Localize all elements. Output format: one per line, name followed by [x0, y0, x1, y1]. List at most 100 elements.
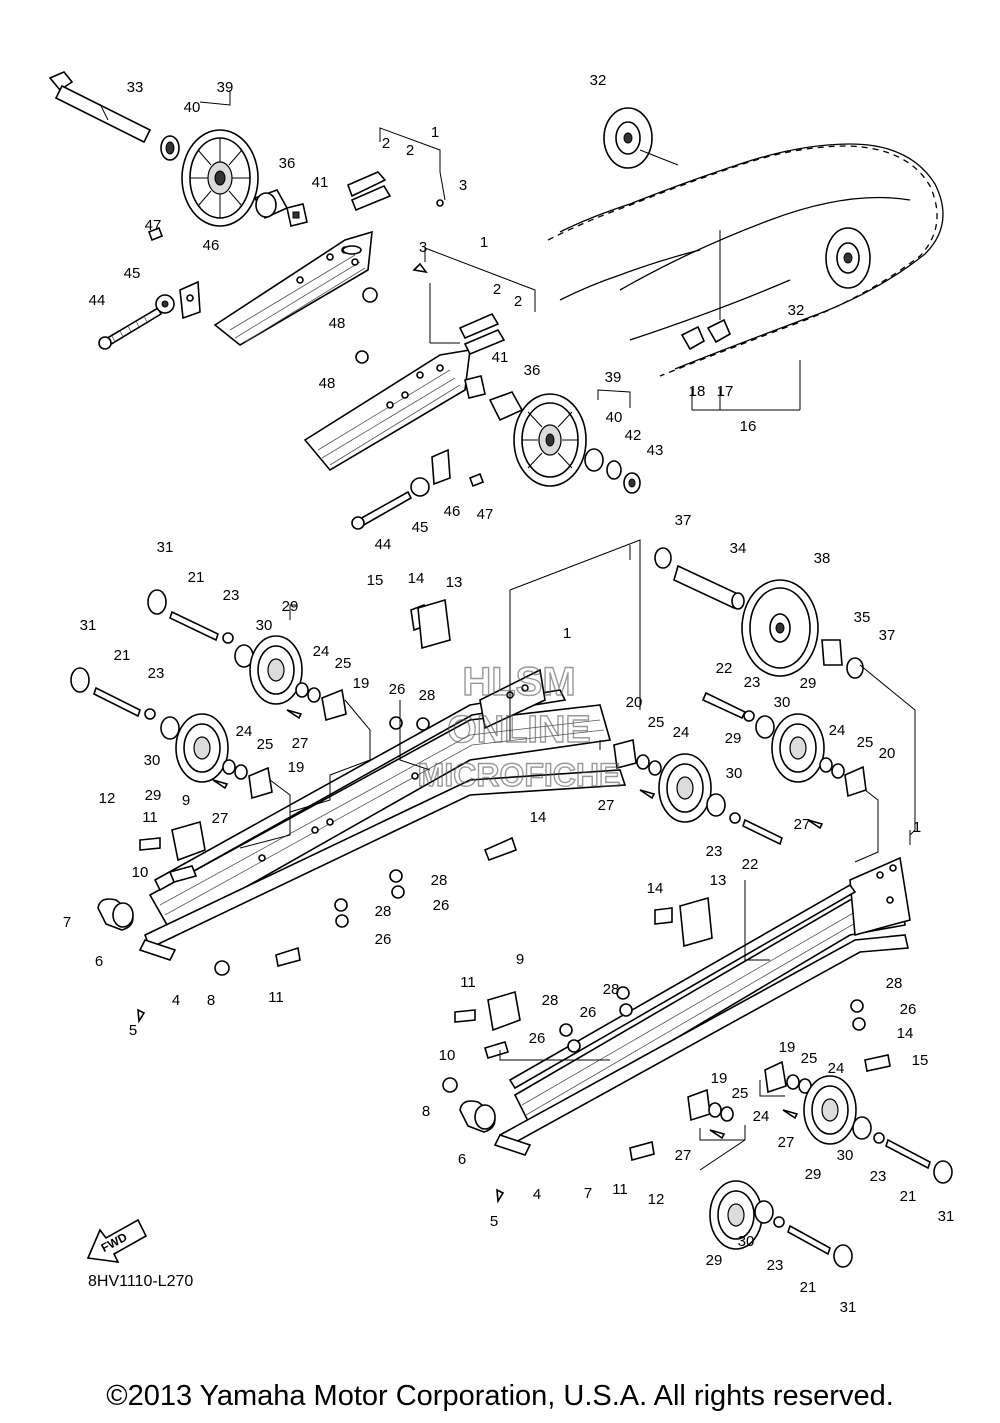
callout-48: 48: [329, 315, 346, 332]
callout-36: 36: [524, 362, 541, 379]
watermark-line-3: MICROFICHE: [418, 757, 621, 793]
callout-12: 12: [648, 1191, 665, 1208]
callout-42: 42: [625, 427, 642, 444]
center-idler-group: [654, 547, 864, 679]
watermark-line-1: HLSM: [462, 660, 575, 704]
callout-38: 38: [814, 550, 831, 567]
callout-34: 34: [730, 540, 747, 557]
callout-31: 31: [938, 1208, 955, 1225]
callout-27: 27: [212, 810, 229, 827]
watermark-line-2: ONLINE: [447, 709, 591, 751]
center-bogie-wheels: [613, 691, 867, 846]
callout-1: 1: [480, 234, 488, 251]
callout-22: 22: [716, 660, 733, 677]
callout-24: 24: [236, 723, 253, 740]
callout-20: 20: [879, 745, 896, 762]
callout-39: 39: [605, 369, 622, 386]
callout-28: 28: [375, 903, 392, 920]
callout-29: 29: [805, 1166, 822, 1183]
rear-axle-group-left: [48, 71, 444, 350]
callout-23: 23: [744, 674, 761, 691]
callout-15: 15: [912, 1052, 929, 1069]
callout-15: 15: [367, 572, 384, 589]
left-bogie-wheels: [70, 589, 347, 800]
callout-26: 26: [389, 681, 406, 698]
callout-24: 24: [753, 1108, 770, 1125]
callout-25: 25: [648, 714, 665, 731]
callout-29: 29: [725, 730, 742, 747]
callout-11: 11: [142, 809, 158, 826]
callout-44: 44: [375, 536, 392, 553]
callout-6: 6: [458, 1151, 466, 1168]
callout-27: 27: [794, 816, 811, 833]
callout-26: 26: [529, 1030, 546, 1047]
callout-35: 35: [854, 609, 871, 626]
callout-47: 47: [145, 217, 162, 234]
callout-2: 2: [514, 293, 522, 310]
callout-14: 14: [408, 570, 425, 587]
callout-30: 30: [837, 1147, 854, 1164]
callout-37: 37: [879, 627, 896, 644]
callout-33: 33: [127, 79, 144, 96]
callout-22: 22: [742, 856, 759, 873]
diagram-code: 8HV1110-L270: [88, 1273, 194, 1290]
callout-45: 45: [124, 265, 141, 282]
callout-24: 24: [313, 643, 330, 660]
callout-2: 2: [493, 281, 501, 298]
idler-wheel-upper-left: [181, 129, 259, 227]
callout-8: 8: [207, 992, 215, 1009]
callout-29: 29: [800, 675, 817, 692]
callout-31: 31: [840, 1299, 857, 1316]
callout-5: 5: [490, 1213, 498, 1230]
right-bogie-wheels: [687, 1060, 953, 1268]
left-slide-rail: [97, 598, 627, 1024]
callout-13: 13: [710, 872, 727, 889]
callout-6: 6: [95, 953, 103, 970]
callout-27: 27: [778, 1134, 795, 1151]
callout-29: 29: [706, 1252, 723, 1269]
callout-32: 32: [788, 302, 805, 319]
rear-axle-group-right: [303, 262, 641, 530]
watermark: HLSM ONLINE MICROFICHE: [417, 659, 621, 793]
callout-27: 27: [292, 735, 309, 752]
callout-21: 21: [188, 569, 205, 586]
track-belt: [547, 107, 944, 411]
callout-19: 19: [353, 675, 370, 692]
callout-30: 30: [144, 752, 161, 769]
callout-28: 28: [431, 872, 448, 889]
callout-28: 28: [886, 975, 903, 992]
callout-30: 30: [726, 765, 743, 782]
callout-24: 24: [828, 1060, 845, 1077]
callout-1: 1: [563, 625, 571, 642]
callout-26: 26: [580, 1004, 597, 1021]
callout-3: 3: [459, 177, 467, 194]
callout-26: 26: [433, 897, 450, 914]
callout-10: 10: [132, 864, 149, 881]
callout-17: 17: [717, 383, 734, 400]
callout-39: 39: [217, 79, 234, 96]
callout-11: 11: [612, 1181, 628, 1198]
callout-18: 18: [689, 383, 706, 400]
callout-31: 31: [80, 617, 97, 634]
callout-2: 2: [406, 142, 414, 159]
callout-41: 41: [492, 349, 509, 366]
callout-46: 46: [444, 503, 461, 520]
callout-48: 48: [319, 375, 336, 392]
callout-43: 43: [647, 442, 664, 459]
callout-10: 10: [439, 1047, 456, 1064]
callout-23: 23: [706, 843, 723, 860]
callout-32: 32: [590, 72, 607, 89]
right-slide-rail: [442, 856, 911, 1204]
callout-24: 24: [673, 724, 690, 741]
callout-4: 4: [533, 1186, 541, 1203]
callout-12: 12: [99, 790, 116, 807]
callout-19: 19: [711, 1070, 728, 1087]
callout-25: 25: [732, 1085, 749, 1102]
callout-26: 26: [900, 1001, 917, 1018]
callout-23: 23: [767, 1257, 784, 1274]
callout-23: 23: [148, 665, 165, 682]
callout-25: 25: [335, 655, 352, 672]
callout-5: 5: [129, 1022, 137, 1039]
idler-wheel-upper-right: [513, 393, 587, 487]
